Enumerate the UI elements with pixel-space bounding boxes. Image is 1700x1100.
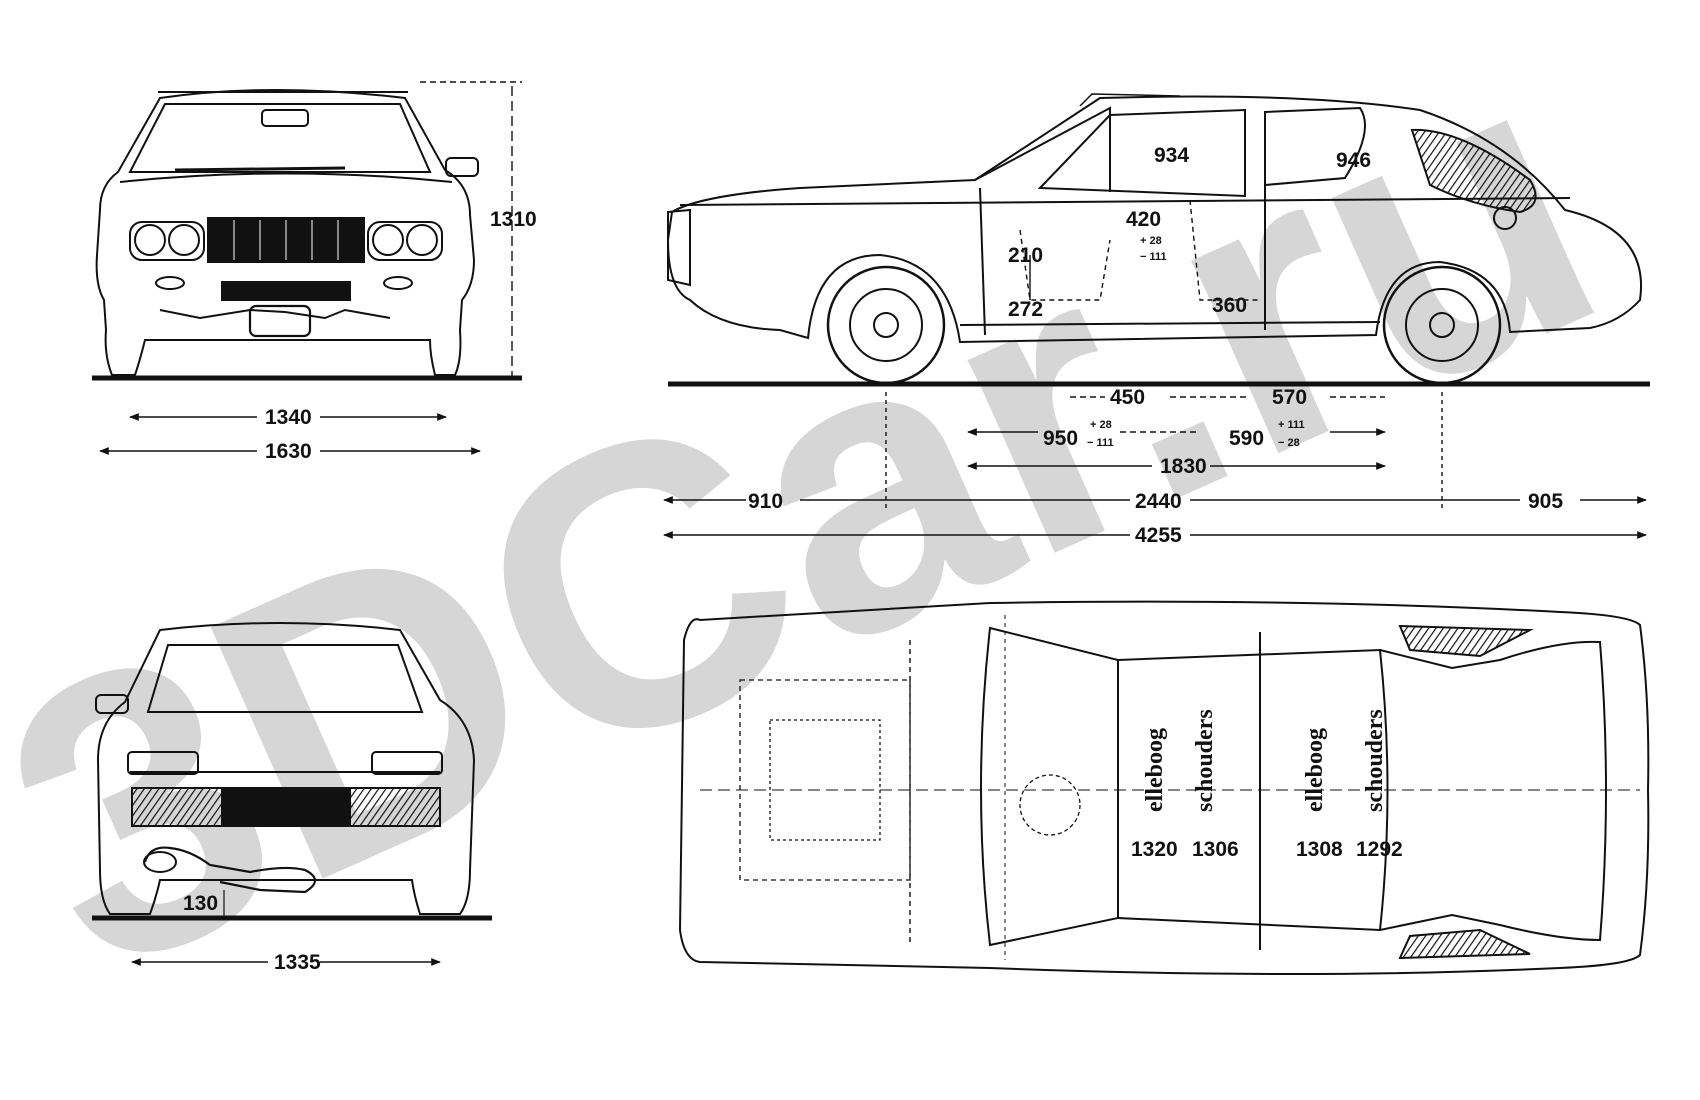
- top-roof: [1117, 648, 1389, 932]
- top-front-elbow-text: elleboog: [1142, 728, 1168, 812]
- side-rear-seat: [1189, 199, 1260, 301]
- side-rear-hub: [1429, 312, 1455, 338]
- top-view: [678, 600, 1650, 975]
- side-sill-line: [959, 321, 1381, 326]
- side-front-grille: [667, 208, 691, 287]
- side-headroom-rear-label: 946: [1336, 149, 1371, 172]
- top-windscreen: [980, 626, 1119, 947]
- top-front-elbow-value: 1320: [1131, 838, 1178, 861]
- top-steering-wheel: [1019, 774, 1081, 836]
- rear-light-left: [127, 751, 199, 775]
- side-sill-front-label: 272: [1008, 298, 1043, 321]
- side-rear-window: [1264, 106, 1366, 187]
- side-front-tyre: [826, 265, 946, 385]
- rear-exhaust-tip: [143, 851, 177, 873]
- front-windshield: [128, 103, 432, 173]
- side-seat-depth-rear-label: 570: [1272, 386, 1307, 409]
- side-seat-depth-front-label: 450: [1110, 386, 1145, 409]
- side-front-seat: [1019, 229, 1111, 301]
- top-rear-shoulder-value: 1292: [1356, 838, 1403, 861]
- front-body-outline: [95, 89, 476, 376]
- side-front-seat-plus: + 28: [1090, 419, 1112, 431]
- side-interior-length-label: 1830: [1160, 455, 1207, 478]
- front-track-label: 1340: [265, 406, 312, 429]
- side-rear-seat-plus: + 111: [1278, 419, 1305, 431]
- front-width-label: 1630: [265, 440, 312, 463]
- front-lamp-r1: [372, 224, 404, 256]
- front-lamp-r2: [406, 224, 438, 256]
- front-lamp-l2: [168, 224, 200, 256]
- watermark: 3DCar.ru: [0, 0, 1653, 1058]
- top-engine-block: [769, 719, 881, 841]
- rear-exhaust: [143, 846, 317, 894]
- rear-body-outline: [96, 622, 476, 915]
- watermark-text: 3DCar.ru: [0, 0, 1653, 1058]
- rear-window: [146, 644, 424, 713]
- side-rear-seat-pos-label: 590: [1229, 427, 1264, 450]
- side-rear-mirror: [1079, 93, 1181, 107]
- side-fuel-cap: [1493, 206, 1517, 230]
- front-sump: [248, 304, 312, 338]
- side-rear-seat-minus: − 28: [1278, 437, 1300, 449]
- side-belt-line: [679, 197, 1571, 206]
- side-front-overhang-label: 910: [748, 490, 783, 513]
- front-indicator-right: [383, 276, 413, 290]
- front-headlight-right: [367, 221, 443, 261]
- front-view: [92, 81, 522, 381]
- side-front-seat-minus: − 111: [1087, 437, 1114, 449]
- rear-plate: [221, 789, 351, 825]
- top-louver-right: [1398, 928, 1531, 960]
- front-grille-bars: [233, 220, 339, 260]
- top-rear-shoulder-text: schouders: [1362, 709, 1388, 812]
- top-louver-left: [1398, 624, 1534, 658]
- front-headlight-left: [129, 221, 205, 261]
- side-sill-rear-label: 360: [1212, 294, 1247, 317]
- side-front-hub: [873, 312, 899, 338]
- front-underside: [159, 308, 391, 320]
- side-door-front-edge: [979, 187, 986, 336]
- side-rear-overhang-label: 905: [1528, 490, 1563, 513]
- top-front-shoulder-text: schouders: [1192, 709, 1218, 812]
- front-side-mirror: [445, 157, 479, 177]
- top-front-shoulder-value: 1306: [1192, 838, 1239, 861]
- side-rear-tyre: [1382, 265, 1502, 385]
- front-wiper: [174, 166, 346, 172]
- rear-side-mirror: [95, 694, 129, 714]
- front-lamp-l1: [134, 224, 166, 256]
- rear-clearance-label: 130: [183, 892, 218, 915]
- top-rear-elbow-value: 1308: [1296, 838, 1343, 861]
- side-rear-rim: [1405, 288, 1479, 362]
- side-seat-front-minus: − 111: [1140, 251, 1167, 263]
- side-headroom-front-label: 934: [1154, 144, 1189, 167]
- front-indicator-left: [155, 276, 185, 290]
- top-rear-elbow-text: elleboog: [1302, 728, 1328, 812]
- rear-light-right: [371, 751, 443, 775]
- side-front-seat-pos-label: 950: [1043, 427, 1078, 450]
- front-plate: [221, 281, 351, 301]
- side-wheelbase-label: 2440: [1135, 490, 1182, 513]
- front-height-label: 1310: [490, 208, 537, 231]
- side-seat-front-plus: + 28: [1140, 235, 1162, 247]
- top-body-outline: [678, 600, 1650, 975]
- side-view: [666, 93, 1650, 387]
- side-front-rim: [849, 288, 923, 362]
- side-overall-length-label: 4255: [1135, 524, 1182, 547]
- top-rear-window: [1379, 640, 1607, 942]
- side-windscreen: [974, 106, 1111, 192]
- rear-view: [92, 622, 492, 921]
- side-axle-dims: [663, 392, 1647, 508]
- top-engine-sketch: [739, 679, 911, 881]
- rear-track-label: 1335: [274, 951, 321, 974]
- front-mirror-interior: [261, 109, 309, 127]
- side-body-outline: [666, 95, 1642, 344]
- front-bonnet: [119, 172, 453, 183]
- side-front-window: [1037, 108, 1246, 198]
- side-seat-front-label: 420: [1126, 208, 1161, 231]
- side-seat-height-label: 210: [1008, 244, 1043, 267]
